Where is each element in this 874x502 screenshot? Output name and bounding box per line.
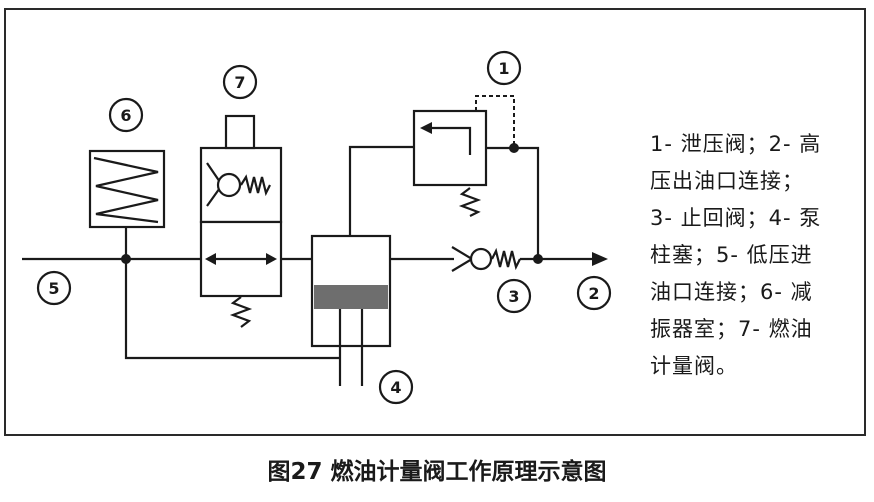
figure-caption: 图27 燃油计量阀工作原理示意图 xyxy=(267,459,607,485)
pump-piston-head xyxy=(314,285,388,309)
solenoid-actuator xyxy=(224,114,256,150)
legend: 1- 泄压阀；2- 高 压出油口连接； 3- 止回阀；4- 泵 柱塞；5- 低压… xyxy=(650,126,868,385)
relief-valve-spring xyxy=(458,187,482,217)
callout-2: 2 xyxy=(576,275,612,311)
check-valve-ball xyxy=(469,247,493,271)
pump-outlet-line xyxy=(348,145,414,236)
callout-2-text: 2 xyxy=(588,284,599,303)
legend-line: 压出油口连接； xyxy=(650,169,804,193)
legend-line: 油口连接；6- 减 xyxy=(650,280,813,304)
check-valve-seat xyxy=(451,246,475,272)
relief-valve-arrow-path xyxy=(428,126,472,155)
diagram-frame xyxy=(4,8,866,436)
junction-node-left xyxy=(121,254,131,264)
valve-check-ball xyxy=(216,172,242,198)
callout-3: 3 xyxy=(496,278,532,314)
callout-6: 6 xyxy=(108,97,144,133)
legend-line: 3- 止回阀；4- 泵 xyxy=(650,206,822,230)
check-valve-spring xyxy=(491,247,521,271)
callout-1: 1 xyxy=(486,50,522,86)
callout-5-text: 5 xyxy=(48,279,59,298)
relief-valve-arrow-head xyxy=(420,122,432,134)
junction-node-right xyxy=(533,254,543,264)
callout-4-text: 4 xyxy=(390,378,401,397)
relief-valve-pilot-line xyxy=(475,95,515,145)
legend-line: 振器室；7- 燃油 xyxy=(650,317,813,341)
valve-arrow-right-head xyxy=(266,253,277,265)
outlet-arrow-head xyxy=(592,252,608,266)
callout-7: 7 xyxy=(222,64,258,100)
valve-arrow-left-head xyxy=(205,253,216,265)
damper-spring xyxy=(93,156,159,224)
valve-return-spring xyxy=(229,296,253,328)
valve-check-spring xyxy=(240,174,271,197)
legend-line: 柱塞；5- 低压进 xyxy=(650,243,813,267)
relief-return-line xyxy=(486,146,540,259)
return-line xyxy=(124,259,340,360)
relief-valve xyxy=(412,109,488,187)
legend-line: 计量阀。 xyxy=(650,354,738,378)
callout-4: 4 xyxy=(378,369,414,405)
callout-3-text: 3 xyxy=(508,287,519,306)
callout-6-text: 6 xyxy=(120,106,131,125)
callout-7-text: 7 xyxy=(234,73,245,92)
legend-line: 1- 泄压阀；2- 高 xyxy=(650,132,822,156)
callout-1-text: 1 xyxy=(498,59,509,78)
callout-5: 5 xyxy=(36,270,72,306)
